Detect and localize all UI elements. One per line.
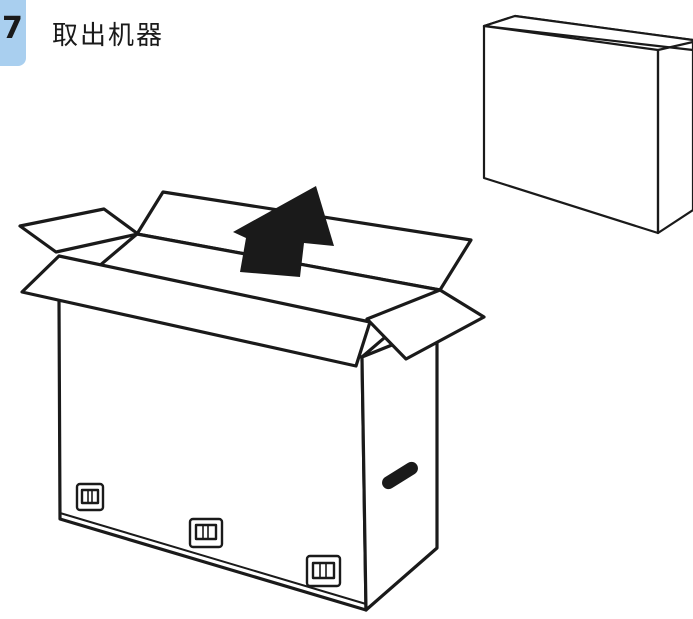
left-flap: [18, 207, 140, 254]
side-hand-grip: [382, 461, 418, 490]
right-flap: [365, 288, 486, 361]
step-title: 取出机器: [52, 21, 165, 51]
handle-middle: [188, 517, 224, 549]
handle-left: [75, 482, 105, 512]
step-number-badge: 7: [0, 0, 26, 66]
handle-right: [305, 554, 342, 588]
removed-unit-box: [482, 14, 693, 235]
box-handles: [75, 482, 342, 588]
lift-up-arrow: [233, 186, 334, 277]
step-number: 7: [2, 11, 23, 46]
